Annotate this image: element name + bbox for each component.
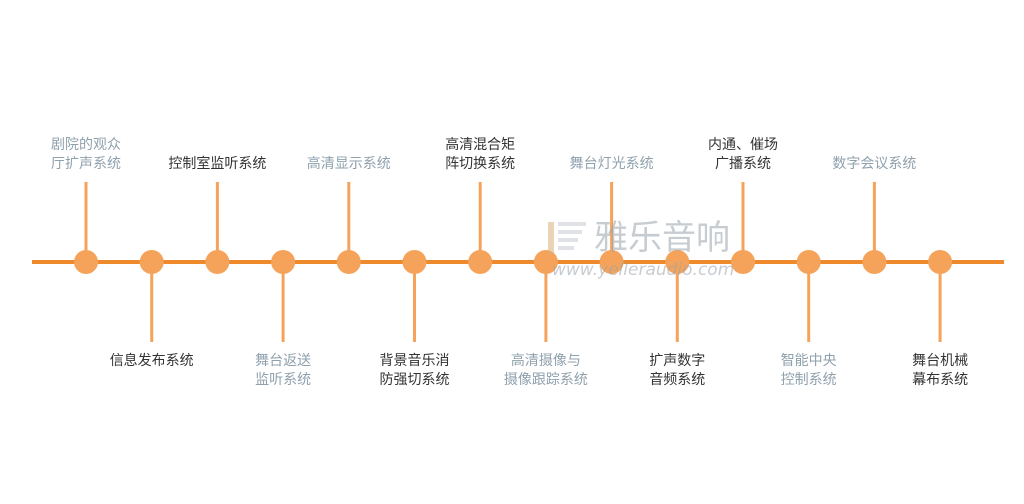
node-label: 剧院的观众厅扩声系统 — [51, 136, 121, 174]
node-label: 舞台返送监听系统 — [255, 352, 311, 390]
node-label-line: 智能中央 — [780, 353, 837, 369]
node-label: 舞台灯光系统 — [570, 155, 654, 174]
node-label-line: 厅扩声系统 — [51, 156, 121, 172]
node-dot — [74, 250, 98, 274]
node-label-line: 内通、催场 — [708, 137, 778, 153]
node-label-line: 音频系统 — [649, 372, 706, 388]
node-label-line: 舞台灯光系统 — [569, 156, 654, 172]
node-dot — [928, 250, 953, 274]
node-dot — [336, 250, 361, 274]
node-label: 数字会议系统 — [832, 155, 916, 174]
node-label-line: 背景音乐消 — [379, 353, 450, 369]
node-label-line: 舞台返送 — [255, 353, 312, 369]
node-label: 控制室监听系统 — [168, 155, 266, 174]
node-dot — [271, 250, 296, 274]
node-dot — [533, 250, 558, 274]
node-label: 高清显示系统 — [307, 155, 391, 174]
node-label: 舞台机械幕布系统 — [912, 352, 968, 390]
node-label-line: 控制室监听系统 — [168, 156, 267, 172]
node-label-line: 扩声数字 — [649, 353, 706, 369]
node-label-line: 数字会议系统 — [832, 156, 917, 172]
node-label-line: 防强切系统 — [379, 372, 450, 388]
node-dot — [402, 250, 427, 274]
node-label-line: 阵切换系统 — [445, 156, 516, 172]
node-label: 高清摄像与摄像跟踪系统 — [504, 352, 588, 390]
node-label-line: 幕布系统 — [912, 372, 969, 388]
node-label: 背景音乐消防强切系统 — [380, 352, 450, 390]
node-label: 内通、催场广播系统 — [708, 136, 778, 174]
node-dot — [599, 250, 624, 274]
node-label-line: 高清显示系统 — [306, 156, 391, 172]
node-label-line: 监听系统 — [255, 372, 312, 388]
node-dot — [139, 250, 164, 274]
node-label-line: 控制系统 — [780, 372, 837, 388]
node-label: 扩声数字音频系统 — [649, 352, 705, 390]
node-label-line: 广播系统 — [715, 156, 771, 172]
node-dot — [796, 250, 821, 274]
node-dot — [205, 250, 230, 274]
node-dot — [665, 250, 690, 274]
node-label: 智能中央控制系统 — [781, 352, 837, 390]
node-label-line: 剧院的观众 — [51, 137, 121, 153]
node-label-line: 高清摄像与 — [510, 353, 581, 369]
node-label: 信息发布系统 — [110, 352, 194, 371]
node-dot — [468, 250, 493, 274]
node-dot — [862, 250, 887, 274]
node-label-line: 摄像跟踪系统 — [503, 372, 588, 388]
node-label: 高清混合矩阵切换系统 — [445, 136, 515, 174]
node-label-line: 舞台机械 — [912, 353, 969, 369]
node-label-line: 信息发布系统 — [109, 353, 194, 369]
node-label-line: 高清混合矩 — [445, 137, 516, 153]
node-dot — [731, 250, 755, 274]
